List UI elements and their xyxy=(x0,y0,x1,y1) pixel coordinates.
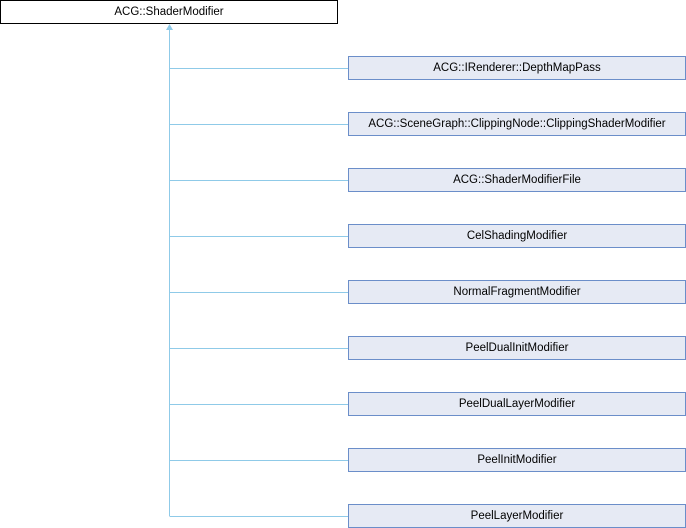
inheritance-arrowhead xyxy=(166,24,173,30)
derived-class-node[interactable]: PeelLayerModifier xyxy=(348,504,686,528)
derived-class-node[interactable]: NormalFragmentModifier xyxy=(348,280,686,304)
derived-class-node[interactable]: ACG::IRenderer::DepthMapPass xyxy=(348,56,686,80)
base-class-node[interactable]: ACG::ShaderModifier xyxy=(0,0,338,24)
derived-class-node[interactable]: PeelDualInitModifier xyxy=(348,336,686,360)
derived-class-node[interactable]: PeelInitModifier xyxy=(348,448,686,472)
derived-class-node[interactable]: CelShadingModifier xyxy=(348,224,686,248)
derived-class-node[interactable]: ACG::ShaderModifierFile xyxy=(348,168,686,192)
derived-class-node[interactable]: ACG::SceneGraph::ClippingNode::ClippingS… xyxy=(348,112,686,136)
derived-class-node[interactable]: PeelDualLayerModifier xyxy=(348,392,686,416)
